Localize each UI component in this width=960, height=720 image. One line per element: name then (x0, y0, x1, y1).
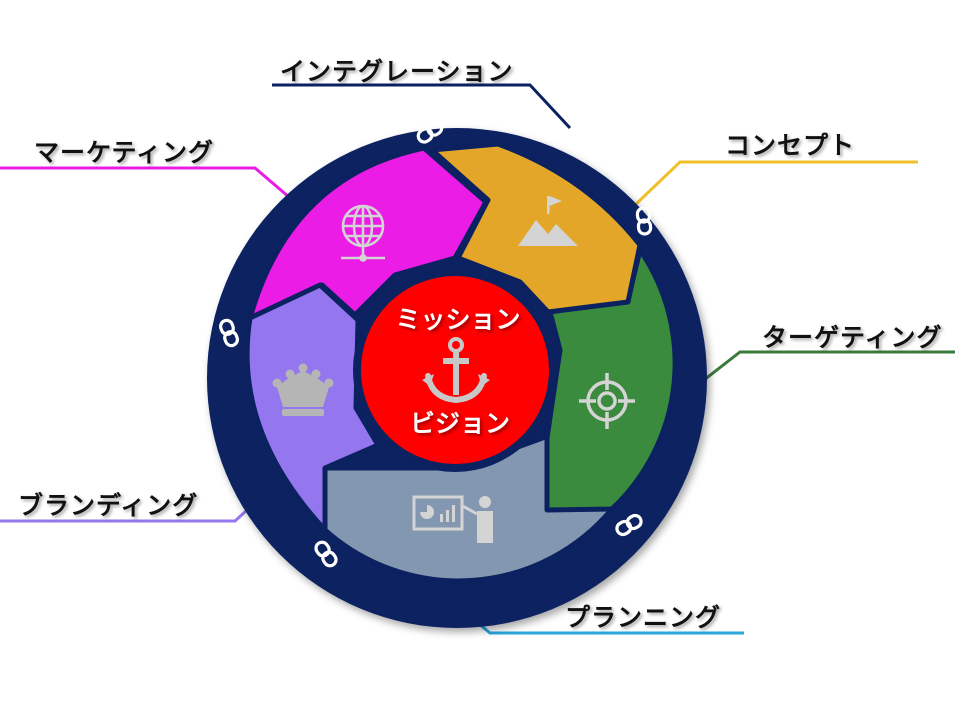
label-concept: コンセプト (725, 131, 856, 160)
concept-leader-line (633, 160, 918, 207)
label-marketing: マーケティング (34, 138, 215, 167)
anchor-icon (422, 337, 490, 404)
targeting-leader-line (667, 350, 955, 410)
label-targeting: ターゲティング (762, 323, 943, 352)
targeting-segment (544, 247, 678, 513)
marketing-segment (247, 145, 489, 321)
crown-icon (272, 363, 334, 416)
mountain-flag-icon (518, 196, 578, 246)
globe-network-icon (341, 204, 385, 262)
center-vision-label: ビジョン (409, 409, 511, 438)
integration-leader-line (272, 83, 572, 130)
center-mission-label: ミッション (395, 305, 521, 334)
crosshair-icon (579, 373, 635, 429)
branding-segment (244, 282, 381, 533)
label-integration: インテグレーション (280, 57, 514, 86)
presentation-icon (412, 495, 493, 543)
label-branding: ブランディング (18, 491, 199, 520)
marketing-leader-line (0, 166, 311, 217)
label-planning: プランニング (565, 603, 722, 632)
